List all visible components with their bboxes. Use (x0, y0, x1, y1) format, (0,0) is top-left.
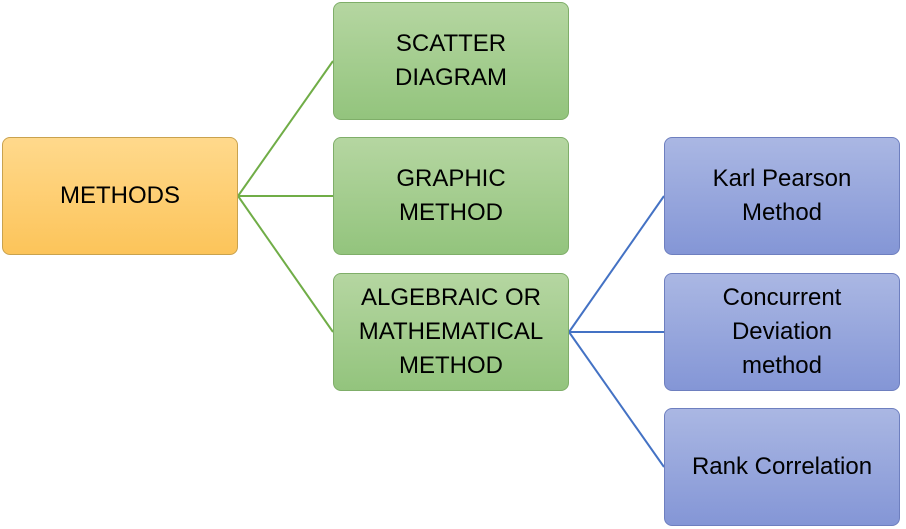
connector-algebraic-karl (568, 195, 665, 333)
node-methods: METHODS (2, 137, 238, 255)
node-scatter-diagram: SCATTER DIAGRAM (333, 2, 569, 120)
node-rank-correlation: Rank Correlation (664, 408, 900, 526)
node-graphic-method: GRAPHIC METHOD (333, 137, 569, 255)
node-karl-pearson-method: Karl Pearson Method (664, 137, 900, 255)
connector-root-scatter (237, 60, 334, 197)
connector-algebraic-rank (568, 331, 665, 468)
node-concurrent-deviation-method: Concurrent Deviation method (664, 273, 900, 391)
connector-root-algebraic (237, 195, 334, 333)
node-algebraic-method: ALGEBRAIC OR MATHEMATICAL METHOD (333, 273, 569, 391)
